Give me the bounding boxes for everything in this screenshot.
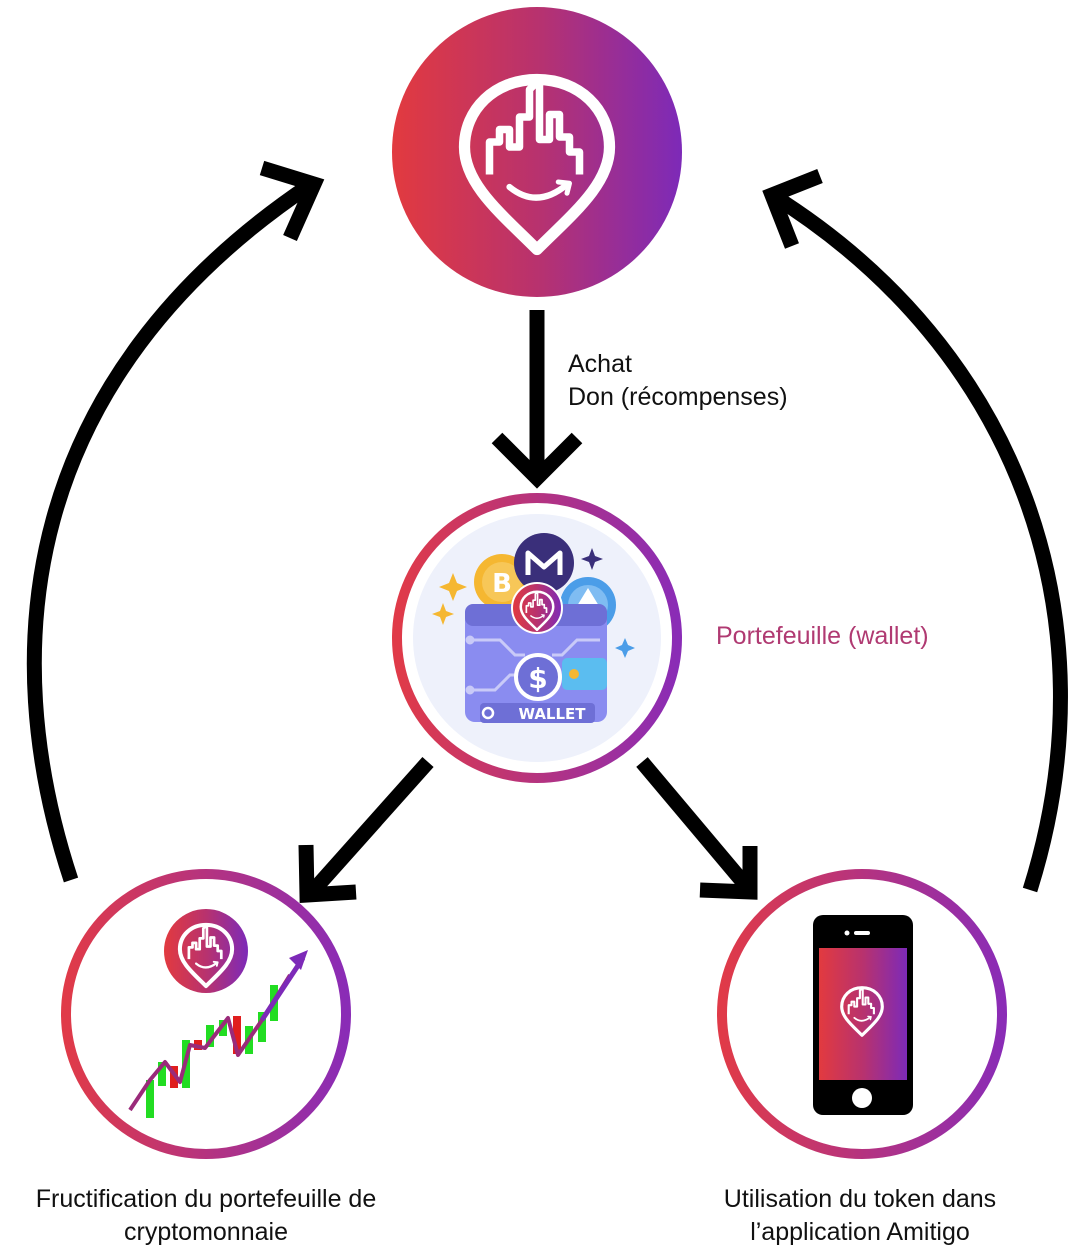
node-top-logo — [392, 7, 682, 297]
svg-text:B: B — [492, 569, 512, 599]
edge-label-top-to-wallet: Achat Don (récompenses) — [568, 348, 788, 414]
edge-label-line-achat: Achat — [568, 350, 632, 378]
wallet-label: Portefeuille (wallet) — [716, 622, 929, 650]
arrow-left-loop — [26, 160, 325, 883]
growth-label: Fructification du portefeuille de crypto… — [35, 1185, 377, 1246]
smartphone-icon — [813, 915, 913, 1115]
wallet-dollar-symbol: $ — [528, 662, 547, 695]
wallet-icon: B $ — [432, 533, 635, 723]
wallet-badge-text: WALLET — [518, 705, 586, 723]
arrow-wallet-to-growth — [298, 757, 434, 903]
candlestick-chart-icon — [128, 950, 308, 1118]
node-phone — [717, 869, 1007, 1159]
node-wallet: B $ — [392, 493, 682, 783]
node-growth — [61, 869, 351, 1159]
growth-logo-coin — [164, 909, 248, 993]
arrow-wallet-to-phone — [636, 757, 758, 900]
phone-label: Utilisation du token dans l’application … — [723, 1185, 997, 1246]
arrow-top-to-wallet — [491, 310, 583, 489]
arrow-right-loop — [762, 169, 1068, 893]
edge-label-line-don: Don (récompenses) — [568, 383, 788, 411]
